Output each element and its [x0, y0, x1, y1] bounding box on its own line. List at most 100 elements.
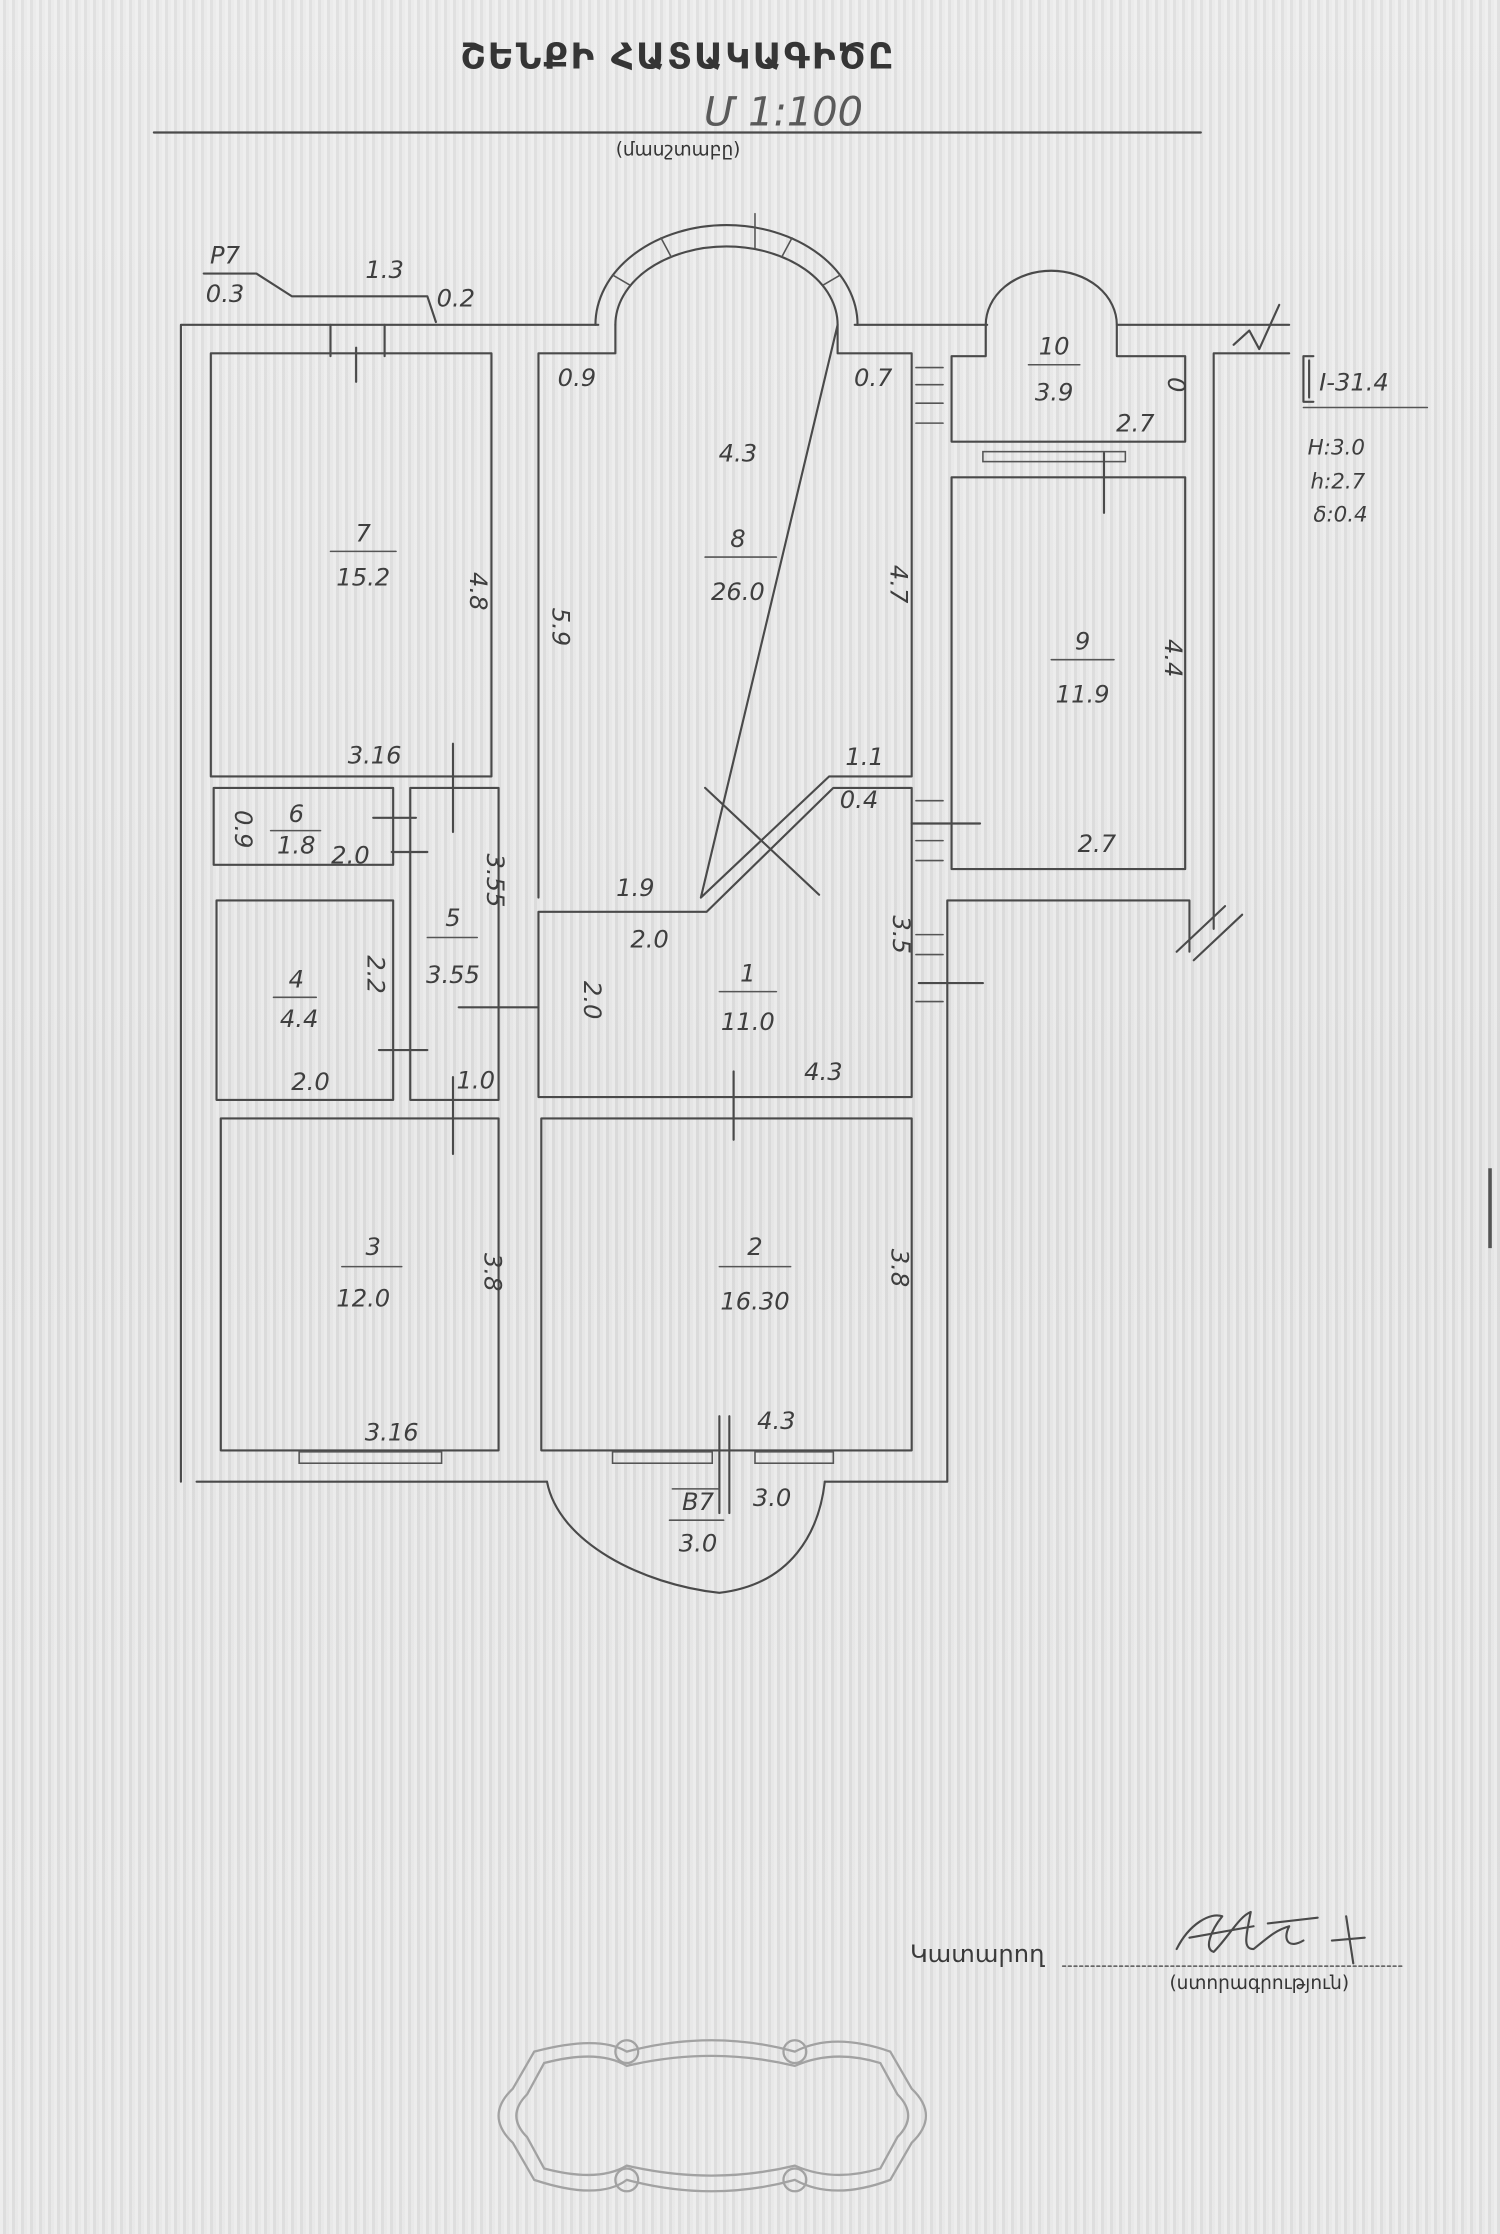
- dimension-label: 3.5: [887, 915, 915, 954]
- bay-arch-inner: [614, 245, 839, 326]
- room-area: 11.9: [1056, 680, 1110, 708]
- room-9-label: 9 11.9: [1050, 628, 1115, 708]
- room-8-outline: [537, 323, 913, 899]
- bottom-bay-outline: [545, 1480, 826, 1594]
- dimension-label: 3.8: [478, 1253, 506, 1292]
- wall-hatch-marks: [915, 366, 944, 1003]
- room-area: 12.0: [336, 1284, 390, 1312]
- dimension-label: 4.8: [464, 572, 492, 611]
- arch-segment-tick: [781, 237, 793, 258]
- room-area: 15.2: [336, 564, 390, 592]
- dimension-label: 2.7: [1078, 830, 1117, 858]
- dimension-label: 2.0: [578, 981, 606, 1020]
- handwritten-signature: [1175, 1910, 1366, 1965]
- room-1-outline: [537, 786, 913, 1099]
- stamp-ornament: [614, 2039, 640, 2065]
- room-number: 2: [747, 1233, 762, 1261]
- floor-plan: [179, 212, 1291, 1594]
- dimension-label: 2.0: [331, 841, 369, 869]
- room-number: 4: [289, 965, 304, 993]
- balcony-top-left-outline: [202, 272, 437, 324]
- info-bracket: [1302, 355, 1315, 403]
- dimension-label: 1.3: [365, 256, 403, 284]
- room-2-label: 2 16.30: [718, 1233, 792, 1315]
- dimension-label: 2.0: [630, 925, 668, 953]
- room-number: 5: [445, 904, 460, 932]
- info-height-room: h:2.7: [1311, 470, 1366, 495]
- break-mark-right: [1175, 905, 1244, 962]
- room-number: 8: [730, 525, 745, 553]
- arch-segment-tick: [660, 237, 672, 258]
- balcony-area: 3.0: [679, 1530, 717, 1558]
- window-room-2-right: [754, 1451, 835, 1464]
- room-8-label: 8 26.0: [704, 525, 778, 606]
- dimension-label: 0.9: [229, 810, 257, 849]
- dimension-labels: 4.8 3.16 4.3 5.9 4.7 0.9 0.7 4.4 2.7 2.7…: [229, 364, 1190, 1446]
- dimension-label: 2.7: [1116, 410, 1155, 438]
- outer-wall-left: [179, 323, 600, 1483]
- outer-wall-top-right: [1115, 323, 1291, 931]
- dimension-label: 1.0: [457, 1067, 495, 1095]
- door-marks: [329, 323, 1106, 1515]
- room-10-outline: [950, 269, 1187, 443]
- arch-segment-tick: [822, 274, 842, 286]
- dimension-label: 3.55: [481, 854, 509, 908]
- room-1-cross-mark: [704, 786, 821, 896]
- info-wall-thickness: δ:0.4: [1313, 502, 1367, 527]
- dimension-label: 0.4: [840, 786, 878, 814]
- room-6-outline: [212, 786, 395, 866]
- room-area: 4.4: [280, 1005, 318, 1033]
- room-4-label: 4 4.4: [272, 965, 318, 1033]
- dimension-label: 5.9: [547, 608, 575, 647]
- room-labels: 7 15.2 8 26.0 9 11.9 10 3.9 6 1.8 4 4.4: [269, 333, 1115, 1315]
- window-room-2-left: [611, 1451, 714, 1464]
- scale-caption: (մասշտաբը): [616, 139, 741, 160]
- bay-arch-segments: [611, 212, 842, 286]
- room-number: 7: [356, 519, 372, 547]
- room-7-label: 7 15.2: [329, 519, 397, 592]
- building-index: I-31.4: [1319, 368, 1389, 396]
- break-mark-top-right: [1232, 303, 1281, 351]
- room-area: 3.9: [1035, 378, 1073, 406]
- dimension-label: 3.16: [348, 742, 402, 770]
- room-3-label: 3 12.0: [336, 1233, 403, 1312]
- room-area: 11.0: [721, 1008, 775, 1036]
- dimension-label: 0.7: [854, 364, 893, 392]
- dimension-label: 3.16: [365, 1418, 419, 1446]
- room-area: 1.8: [277, 831, 315, 859]
- balcony-area: 0.3: [206, 280, 244, 308]
- dimension-label: 4.7: [884, 565, 912, 604]
- header: ՇԵՆՔԻ ՀԱՏԱԿԱԳԻԾԸ Մ 1:100 (մասշտաբը): [152, 36, 1202, 160]
- dimension-label: 3.8: [886, 1249, 914, 1288]
- dimension-label: 4.4: [1159, 639, 1187, 678]
- room-area: 3.55: [426, 961, 480, 989]
- dimension-label: 4.3: [719, 440, 757, 468]
- stamp-frame: [497, 2039, 927, 2193]
- dimension-label: 0.2: [437, 284, 475, 312]
- room-area: 26.0: [711, 578, 765, 606]
- room-3-outline: [219, 1117, 500, 1452]
- signature-caption: (ստորագրություն): [1169, 1973, 1349, 1994]
- document-title: ՇԵՆՔԻ ՀԱՏԱԿԱԳԻԾԸ: [460, 36, 895, 77]
- stamp-outline: [497, 2039, 927, 2193]
- dimension-label: 2.0: [291, 1068, 329, 1096]
- signature-block: Կատարող (ստորագրություն): [910, 1910, 1406, 1994]
- room-5-outline: [409, 786, 500, 1101]
- building-info: I-31.4 H:3.0 h:2.7 δ:0.4: [1302, 355, 1429, 527]
- dimension-label: 1.1: [845, 743, 883, 771]
- dimension-label: 1.9: [616, 874, 654, 902]
- dimension-label: 2.2: [362, 955, 390, 994]
- room-number: 9: [1075, 628, 1090, 656]
- scale-value: Մ 1:100: [704, 89, 863, 135]
- dimension-label: 0.9: [558, 364, 596, 392]
- stamp-ornament: [614, 2167, 640, 2193]
- room-number: 3: [366, 1233, 381, 1261]
- room-2-outline: [540, 1117, 913, 1452]
- room-5-label: 5 3.55: [426, 904, 480, 989]
- arch-segment-tick: [611, 274, 631, 286]
- outer-wall-bottom-right: [195, 899, 1191, 1483]
- room-number: 6: [289, 800, 304, 828]
- room-number: 10: [1039, 333, 1070, 361]
